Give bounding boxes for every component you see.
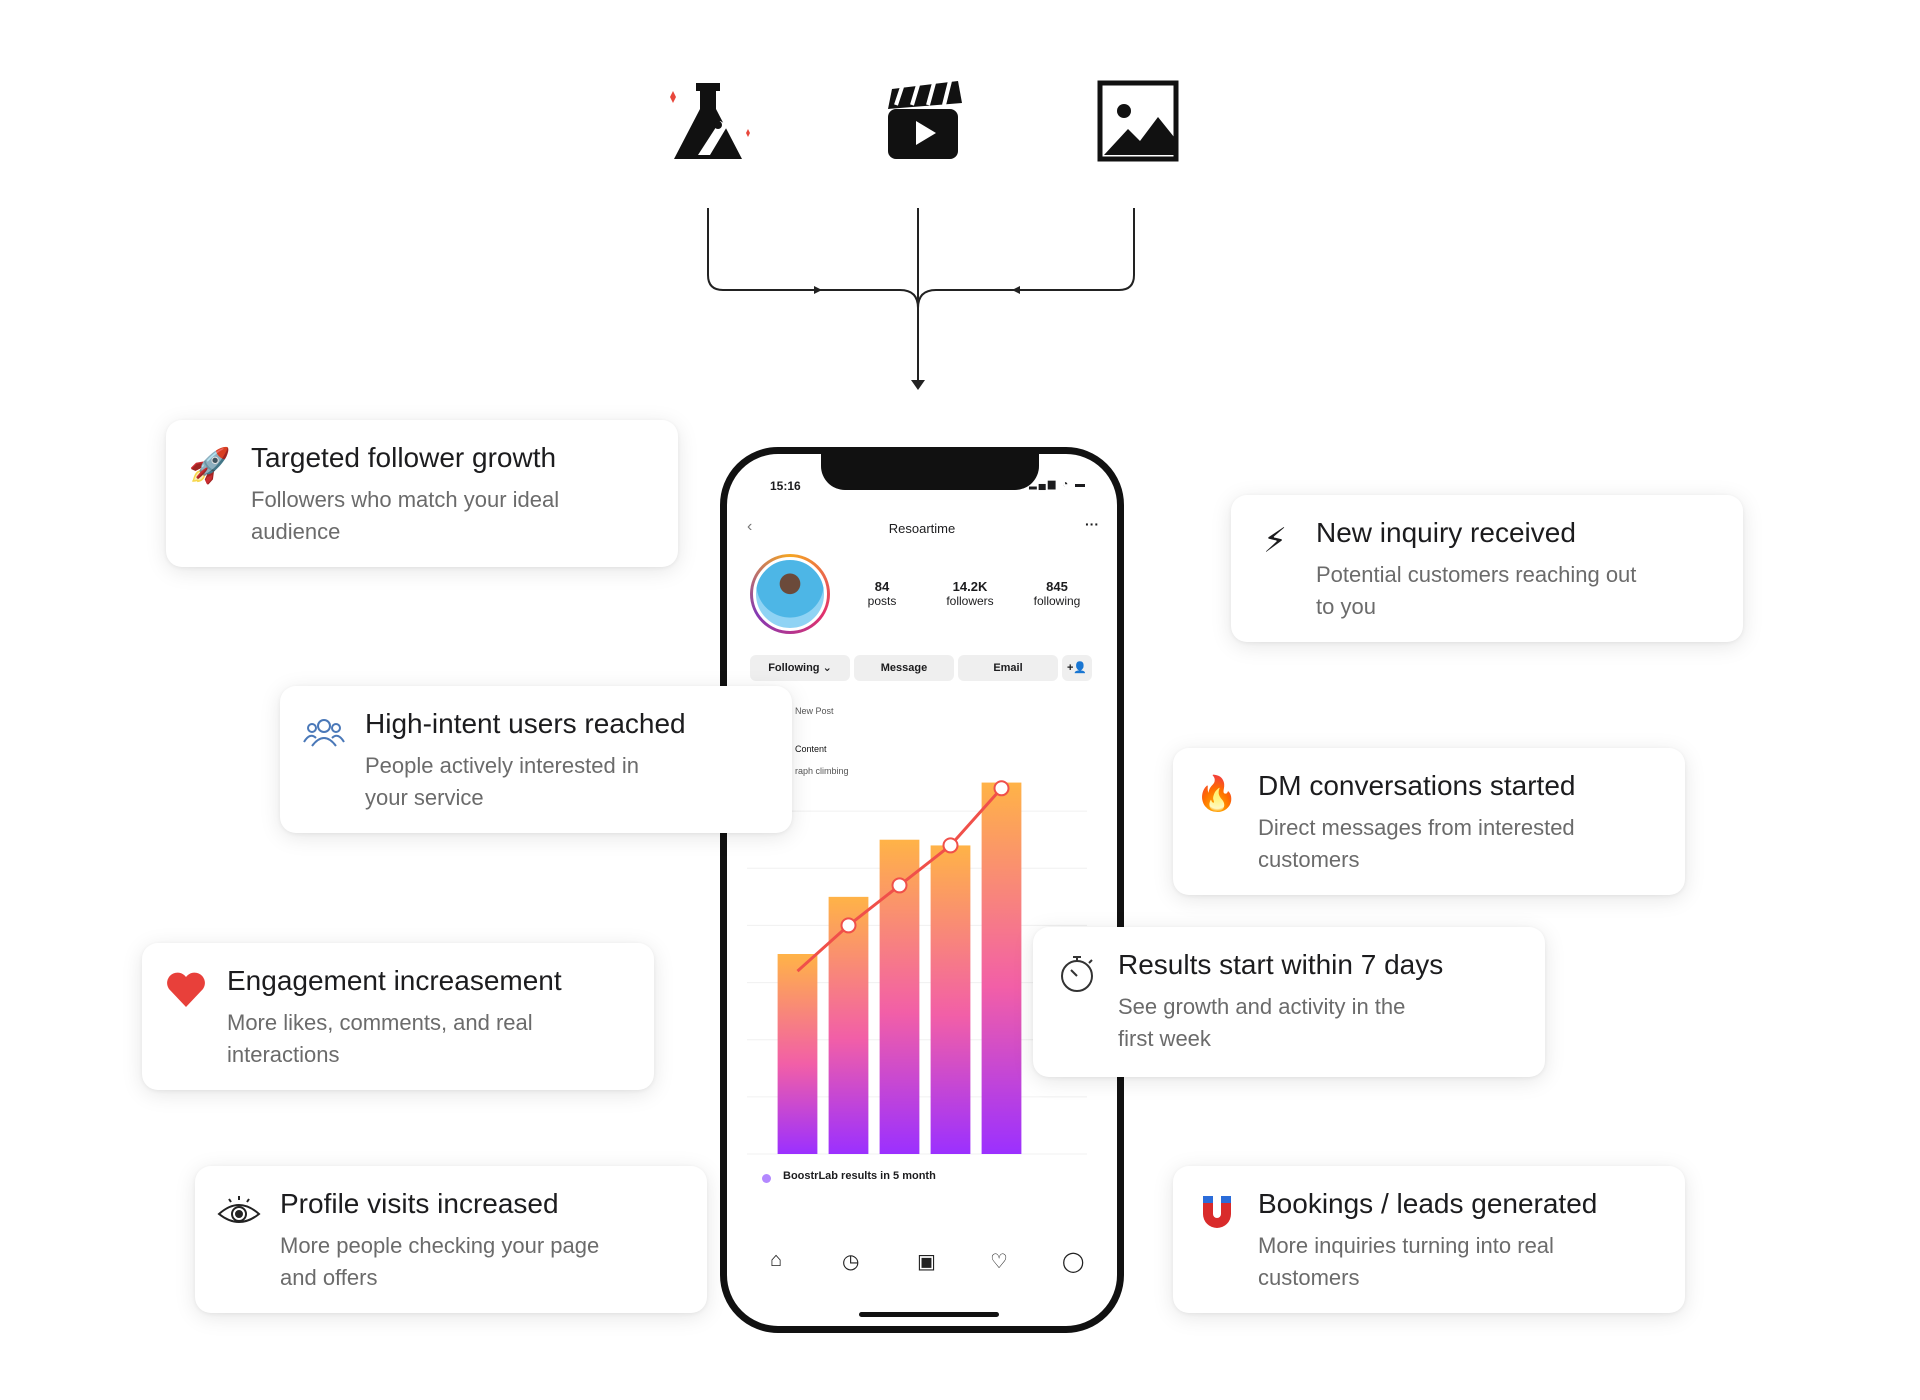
more-options-icon[interactable]: ···: [1085, 516, 1099, 532]
phone-notch: [821, 454, 1039, 490]
card-targeted-follower-growth: 🚀 Targeted follower growth Followers who…: [166, 420, 678, 567]
card-title: Bookings / leads generated: [1258, 1188, 1598, 1219]
post-label-new: New Post: [795, 706, 834, 716]
card-bookings-leads: Bookings / leads generated More inquirie…: [1173, 1166, 1685, 1313]
card-title: Targeted follower growth: [251, 442, 557, 473]
card-profile-visits: Profile visits increased More people che…: [195, 1166, 707, 1313]
status-icons: ▂▄▆ ◔ ▬: [1028, 479, 1087, 490]
card-title: Results start within 7 days: [1118, 949, 1444, 980]
trend-point: [840, 917, 857, 934]
fire-icon: 🔥: [1195, 775, 1239, 813]
card-title: Engagement increasement: [227, 965, 562, 996]
heart-icon: [164, 967, 208, 1011]
chart-bar: [777, 954, 818, 1154]
chart-legend-label: BoostrLab results in 5 month: [783, 1170, 936, 1182]
card-high-intent-users: High-intent users reached People activel…: [280, 686, 792, 833]
growth-bar-chart: [747, 780, 1087, 1155]
card-title: New inquiry received: [1316, 517, 1576, 548]
email-button[interactable]: Email: [958, 655, 1058, 681]
status-time: 15:16: [770, 479, 801, 493]
chart-bar: [981, 782, 1022, 1154]
home-tab-icon[interactable]: ⌂: [770, 1249, 783, 1271]
card-title: High-intent users reached: [365, 708, 686, 739]
calendar-tab-icon[interactable]: ▣: [917, 1251, 936, 1273]
magnet-icon: [1195, 1190, 1239, 1234]
avatar[interactable]: [750, 554, 830, 634]
home-indicator: [859, 1312, 999, 1317]
clapperboard-play-icon: [888, 80, 962, 159]
flask-rocket-icon: [670, 83, 750, 159]
card-title: Profile visits increased: [280, 1188, 559, 1219]
profile-username: Resoartime: [888, 521, 956, 536]
image-landscape-icon: [1097, 80, 1179, 162]
clock-tab-icon[interactable]: ◷: [842, 1251, 860, 1273]
eye-icon: [217, 1190, 261, 1234]
trend-point: [891, 877, 908, 894]
card-dm-conversations: 🔥 DM conversations started Direct messag…: [1173, 748, 1685, 895]
post-label-content: Content: [795, 744, 827, 754]
card-results-7-days: Results start within 7 days See growth a…: [1033, 927, 1545, 1077]
add-user-button[interactable]: +👤: [1062, 655, 1092, 681]
back-arrow-icon[interactable]: ‹: [747, 518, 753, 535]
stopwatch-icon: [1055, 951, 1099, 995]
chart-bar: [930, 845, 971, 1154]
post-label-graph: raph climbing: [795, 766, 849, 776]
users-icon: [302, 710, 346, 754]
chat-tab-icon[interactable]: ◯: [1062, 1251, 1085, 1273]
trend-point: [942, 837, 959, 854]
card-title: DM conversations started: [1258, 770, 1576, 801]
heart-tab-icon[interactable]: ♡: [990, 1251, 1008, 1273]
lightning-icon: ⚡: [1263, 522, 1287, 560]
following-button[interactable]: Following ⌄: [750, 655, 850, 681]
message-button[interactable]: Message: [854, 655, 954, 681]
chart-bar: [828, 896, 869, 1154]
legend-dot: [762, 1174, 771, 1183]
card-new-inquiry: ⚡ New inquiry received Potential custome…: [1231, 495, 1743, 642]
card-engagement: Engagement increasement More likes, comm…: [142, 943, 654, 1090]
trend-point: [993, 780, 1010, 797]
rocket-icon: 🚀: [188, 447, 232, 485]
